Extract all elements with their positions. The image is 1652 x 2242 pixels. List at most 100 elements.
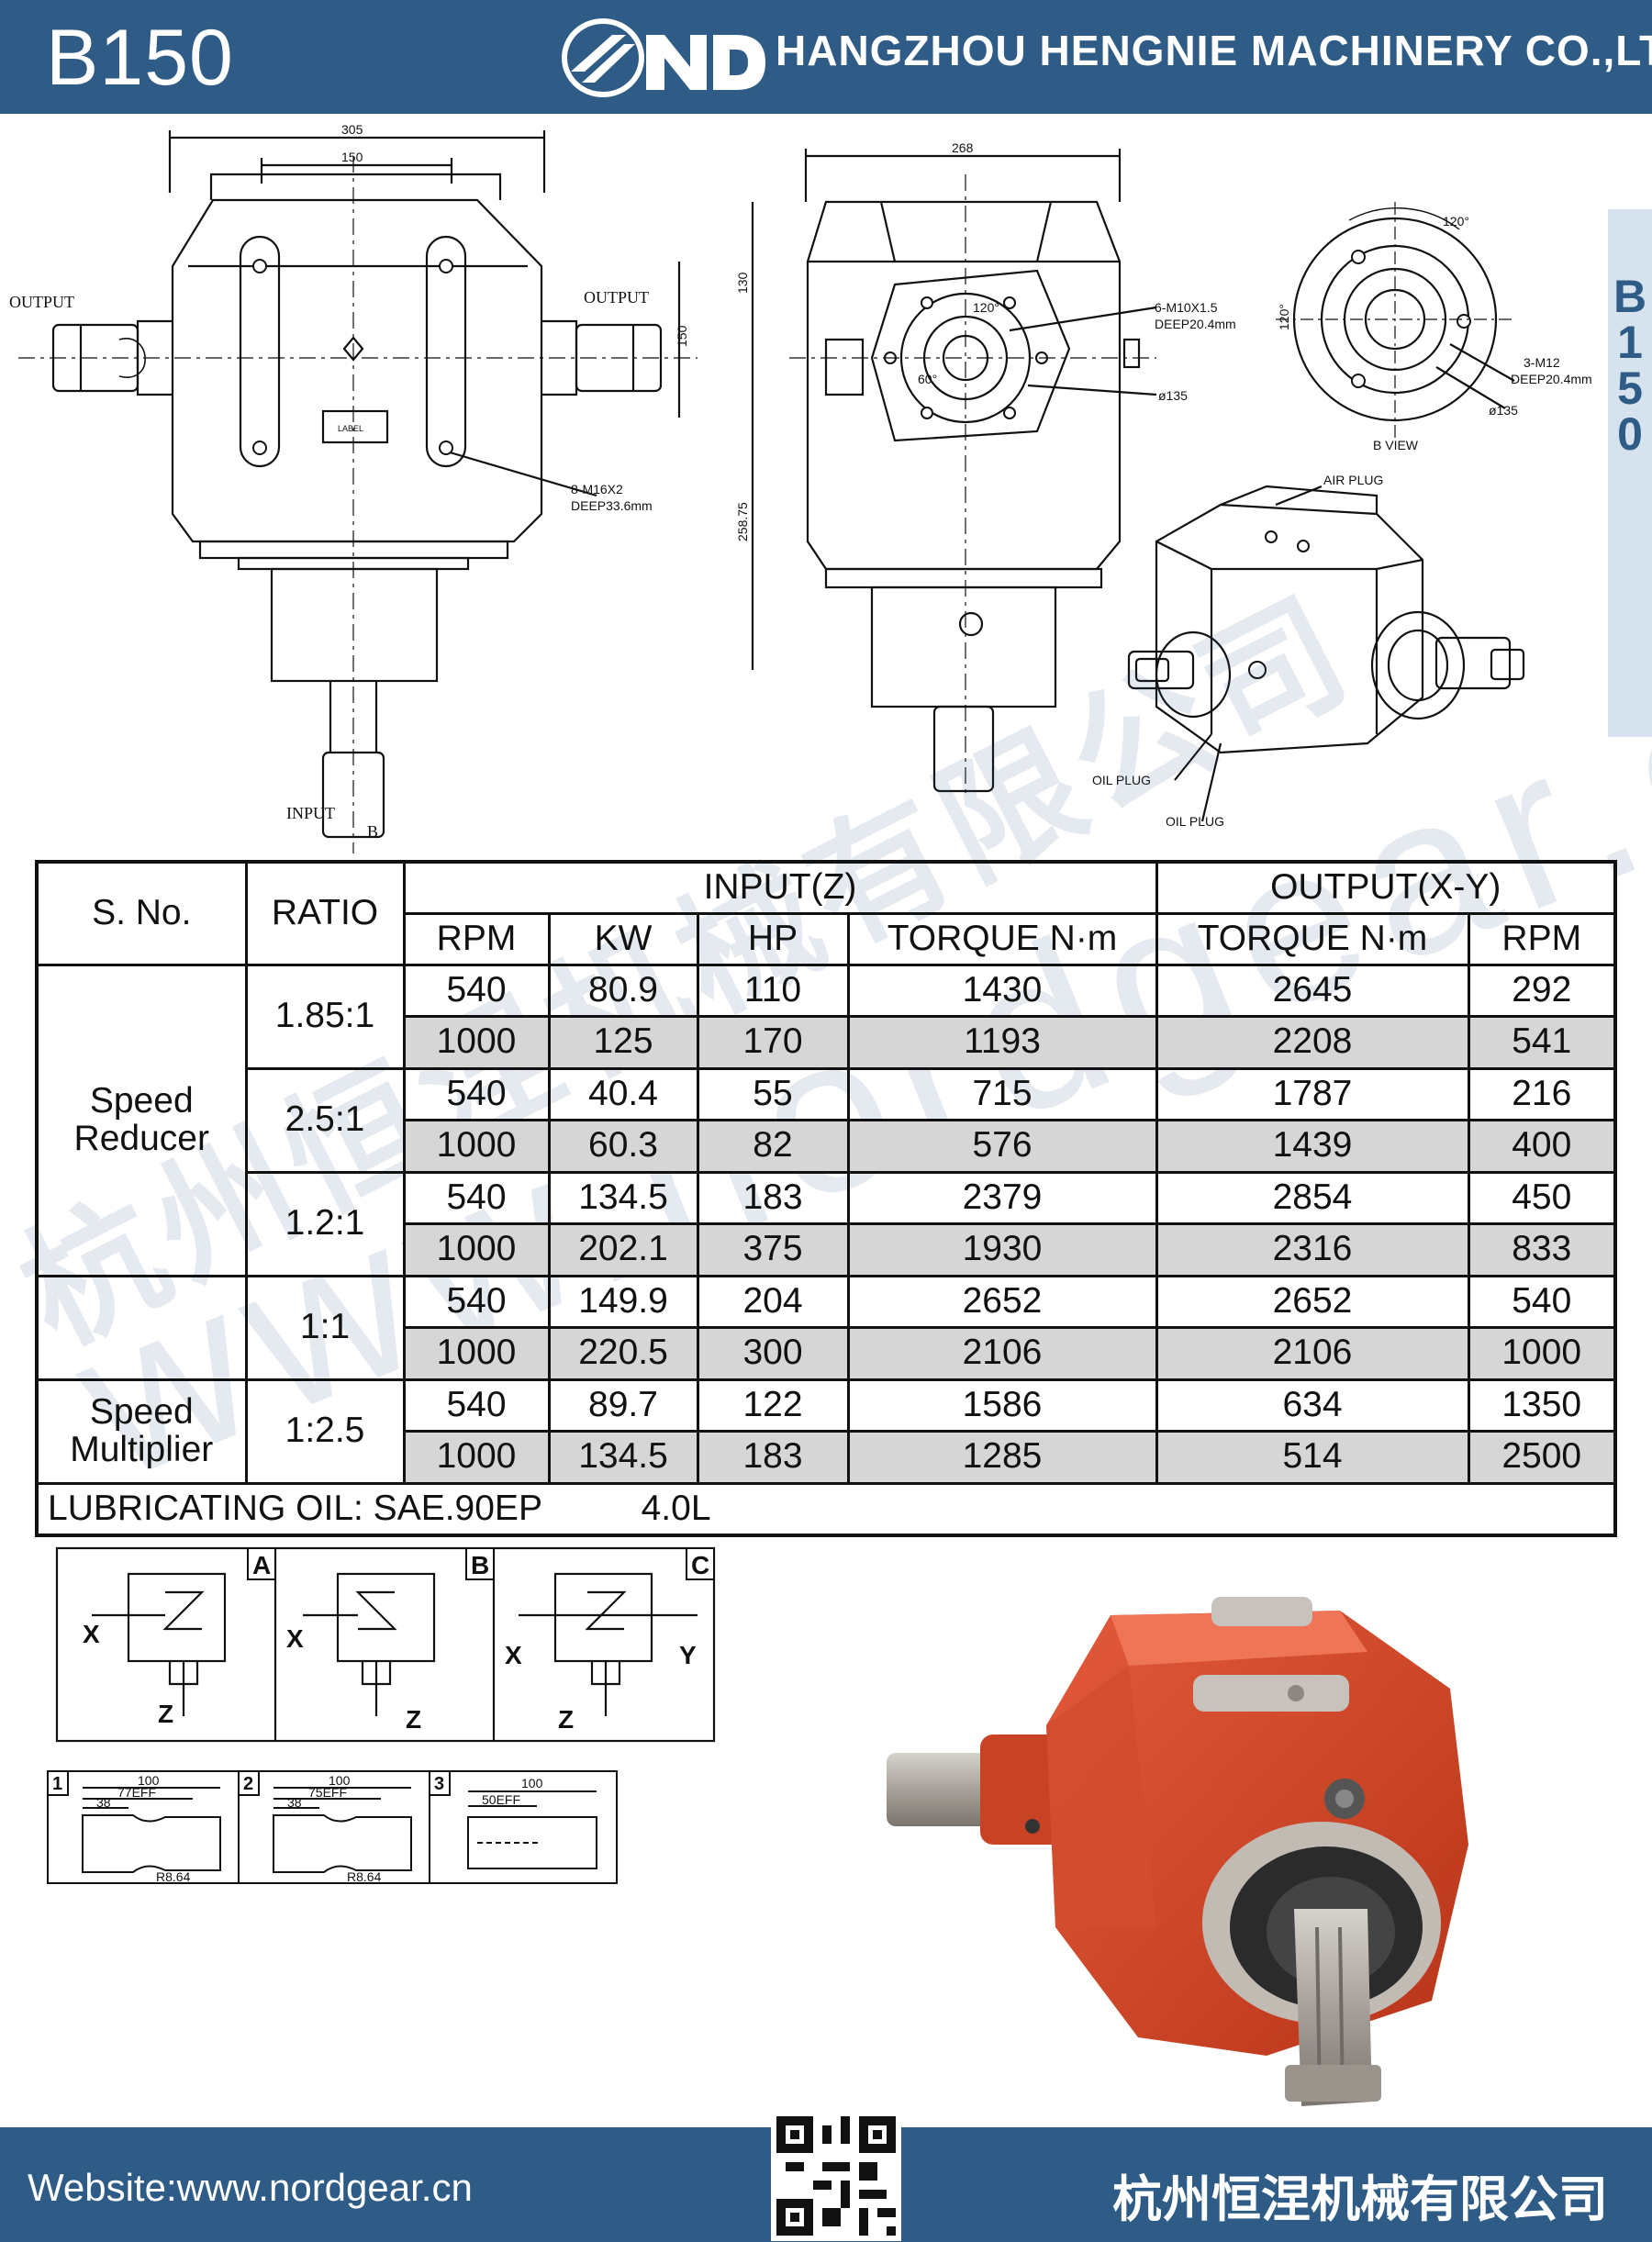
input-label: INPUT <box>286 804 335 822</box>
website-link[interactable]: Website:www.nordgear.cn <box>28 2166 473 2209</box>
col-header: TORQUE N·m <box>1155 911 1470 966</box>
table-cell: 125 <box>547 1015 699 1070</box>
group-speed-multiplier: Speed Multiplier <box>35 1378 248 1485</box>
group-speed-reducer: Speed Reducer <box>35 963 248 1277</box>
side-diameter: ø135 <box>1158 388 1188 403</box>
table-cell: 2652 <box>846 1274 1158 1329</box>
header-sno: S. No. <box>35 860 248 966</box>
table-cell: 2316 <box>1155 1222 1470 1277</box>
table-cell: 220.5 <box>547 1326 699 1381</box>
side-angle-2-label: 60° <box>918 372 937 386</box>
isometric-drawing: AIR PLUG OIL PLUG OIL PLUG <box>1074 459 1606 844</box>
table-cell: 300 <box>696 1326 850 1381</box>
ratio-cell: 1.2:1 <box>244 1170 406 1277</box>
company-name: HANGZHOU HENGNIE MACHINERY CO.,LTD <box>776 27 1652 74</box>
side-dim-lower: 258.75 <box>735 502 750 541</box>
bview-bolt-depth: DEEP20.4mm <box>1511 372 1592 386</box>
page-header: B150 HANGZHOU HENGNIE MACHINERY CO.,LTD <box>0 0 1652 114</box>
table-cell: 80.9 <box>547 963 699 1018</box>
ratio-cell: 1:1 <box>244 1274 406 1381</box>
oil-plug-2-label: OIL PLUG <box>1166 814 1224 829</box>
table-cell: 514 <box>1155 1430 1470 1485</box>
front-view-drawing: 305 150 150 OUTPUT OUTPUT LABEL 8-M16X2 … <box>0 119 725 853</box>
table-cell: 122 <box>696 1378 850 1433</box>
config-diagrams: A B C X Z X Z X Y Z <box>55 1546 716 1744</box>
dim-flange-width: 150 <box>341 150 363 164</box>
table-cell: 1930 <box>846 1222 1158 1277</box>
bview-diameter: ø135 <box>1489 403 1518 418</box>
config-a-x: X <box>83 1620 100 1648</box>
table-cell: 400 <box>1467 1119 1617 1174</box>
table-cell: 1000 <box>402 1015 551 1070</box>
table-cell: 576 <box>846 1119 1158 1174</box>
table-cell: 1430 <box>846 963 1158 1018</box>
table-cell: 1350 <box>1467 1378 1617 1433</box>
table-cell: 183 <box>696 1430 850 1485</box>
table-cell: 1000 <box>402 1326 551 1381</box>
ratio-cell: 1.85:1 <box>244 963 406 1070</box>
table-cell: 540 <box>1467 1274 1617 1329</box>
side-bolt-note: 6-M10X1.5 <box>1155 300 1218 315</box>
product-photo <box>881 1578 1542 2120</box>
col-header: HP <box>696 911 850 966</box>
model-title: B150 <box>46 14 234 102</box>
table-cell: 202.1 <box>547 1222 699 1277</box>
header-output: OUTPUT(X-Y) <box>1155 860 1617 915</box>
table-cell: 216 <box>1467 1066 1617 1121</box>
dim-overall-width: 305 <box>341 122 363 137</box>
dim-shaft-height: 150 <box>675 325 689 347</box>
side-dim-upper: 130 <box>735 272 750 294</box>
col-header: TORQUE N·m <box>846 911 1158 966</box>
config-c-tag: C <box>691 1551 709 1579</box>
oil-plug-1-label: OIL PLUG <box>1092 773 1151 787</box>
table-cell: 450 <box>1467 1170 1617 1225</box>
footer-company-cn: 杭州恒涅机械有限公司 <box>1112 2172 1608 2227</box>
side-bolt-depth: DEEP20.4mm <box>1155 317 1236 331</box>
config-c-z: Z <box>558 1705 574 1734</box>
table-cell: 1193 <box>846 1015 1158 1070</box>
col-header: RPM <box>402 911 551 966</box>
group-empty <box>35 1274 248 1381</box>
config-b-x: X <box>286 1624 304 1653</box>
table-cell: 204 <box>696 1274 850 1329</box>
front-bolt-depth: DEEP33.6mm <box>571 498 653 513</box>
col-header: KW <box>547 911 699 966</box>
qr-code-icon[interactable] <box>771 2111 901 2241</box>
table-cell: 110 <box>696 963 850 1018</box>
config-c-y: Y <box>679 1641 697 1669</box>
nd-wings-logo-icon <box>562 17 768 104</box>
table-cell: 2379 <box>846 1170 1158 1225</box>
shaft-2-radius: R8.64 <box>347 1869 382 1884</box>
table-cell: 1000 <box>402 1222 551 1277</box>
table-cell: 2854 <box>1155 1170 1470 1225</box>
front-bolt-note: 8-M16X2 <box>571 482 623 496</box>
table-cell: 149.9 <box>547 1274 699 1329</box>
shaft-3-eff: 50EFF <box>482 1792 520 1807</box>
lubricating-oil: LUBRICATING OIL: SAE.90EP 4.0L <box>35 1481 1617 1536</box>
side-view-drawing: 268 130 258.75 120° 60° 6-M10X1.5 DEEP20… <box>734 138 1248 798</box>
bview-angle-left: 120° <box>1277 304 1291 330</box>
table-cell: 540 <box>402 1378 551 1433</box>
bview-angle: 120° <box>1443 214 1469 229</box>
config-b-tag: B <box>471 1551 489 1579</box>
side-model-tab: B 1 5 0 <box>1608 209 1652 737</box>
col-header: RPM <box>1467 911 1617 966</box>
label-tag: LABEL <box>338 424 363 433</box>
table-cell: 170 <box>696 1015 850 1070</box>
shaft-details: 1 2 3 100 77EFF 38 R8.64 100 75EFF 38 R8… <box>46 1769 620 1887</box>
table-cell: 55 <box>696 1066 850 1121</box>
header-input: INPUT(Z) <box>402 860 1158 915</box>
table-cell: 183 <box>696 1170 850 1225</box>
shaft-2-len: 100 <box>329 1773 351 1788</box>
table-cell: 1285 <box>846 1430 1158 1485</box>
table-cell: 715 <box>846 1066 1158 1121</box>
table-cell: 1787 <box>1155 1066 1470 1121</box>
output-left-label: OUTPUT <box>9 293 74 311</box>
spec-table: S. No. RATIO INPUT(Z) OUTPUT(X-Y) RPM KW… <box>35 860 1617 1537</box>
table-cell: 540 <box>402 1170 551 1225</box>
config-a-z: Z <box>158 1700 173 1728</box>
ratio-cell: 2.5:1 <box>244 1066 406 1174</box>
table-cell: 2208 <box>1155 1015 1470 1070</box>
header-ratio: RATIO <box>244 860 406 966</box>
shaft-2-eff: 75EFF <box>308 1785 347 1800</box>
